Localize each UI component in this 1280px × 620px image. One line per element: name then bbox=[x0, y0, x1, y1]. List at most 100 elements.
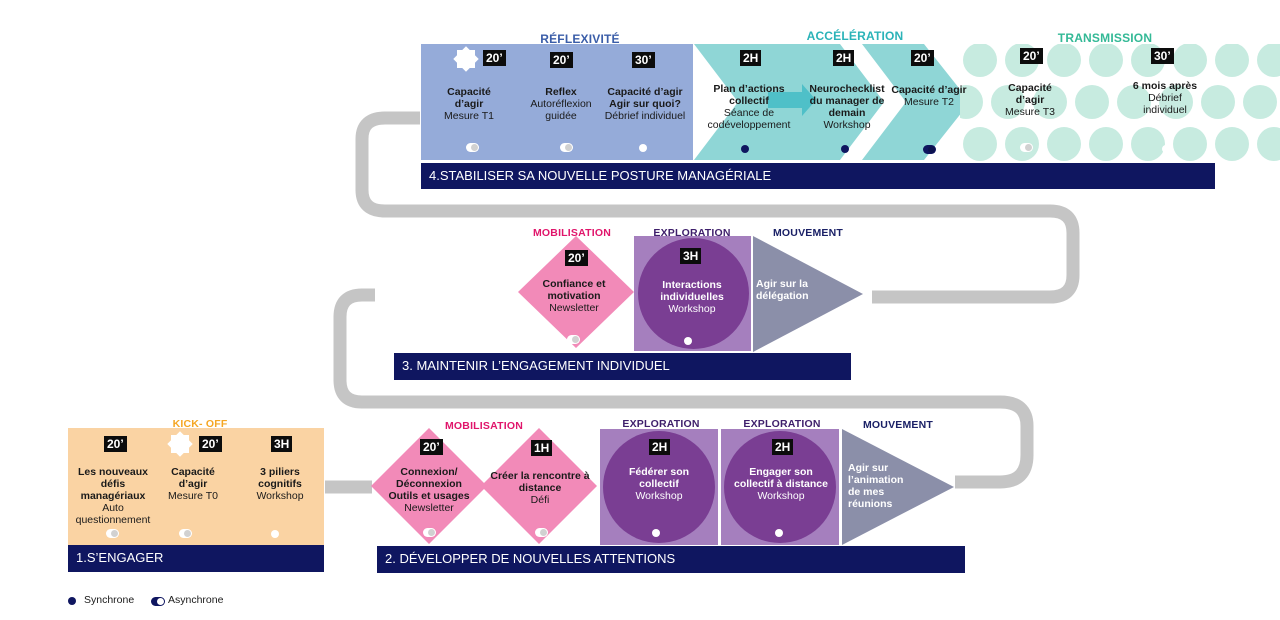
duration-badge: 20’ bbox=[550, 52, 573, 68]
decorative-circle bbox=[1159, 85, 1193, 119]
duration-badge: 20’ bbox=[1020, 48, 1043, 64]
synchrone-icon bbox=[639, 144, 647, 152]
section-4-title: 4.STABILISER SA NOUVELLE POSTURE MANAGÉR… bbox=[421, 163, 1215, 189]
transmission-dots bbox=[960, 44, 1280, 161]
asynchrone-legend-icon bbox=[151, 597, 165, 606]
synchrone-icon bbox=[775, 529, 783, 537]
decorative-circle bbox=[1201, 85, 1235, 119]
synchrone-icon bbox=[271, 530, 279, 538]
asynchrone-icon bbox=[1020, 143, 1033, 152]
activity-card: Agir sur l’animation de mes réunions bbox=[848, 462, 904, 510]
decorative-circle bbox=[1089, 44, 1123, 77]
decorative-circle bbox=[1075, 85, 1109, 119]
decorative-circle bbox=[963, 127, 997, 161]
burst-icon bbox=[167, 431, 193, 457]
stage-reflexivite: RÉFLEXIVITÉ bbox=[540, 32, 620, 46]
duration-badge: 20’ bbox=[483, 50, 506, 66]
stage-exploration: EXPLORATION bbox=[622, 418, 700, 430]
duration-badge: 20’ bbox=[565, 250, 588, 266]
asynchrone-icon bbox=[179, 529, 192, 538]
section-1-title: 1.S’ENGAGER bbox=[68, 545, 324, 572]
legend-synchrone: Synchrone bbox=[84, 594, 135, 606]
decorative-circle bbox=[1257, 127, 1280, 161]
section-2-title: 2. DÉVELOPPER DE NOUVELLES ATTENTIONS bbox=[377, 546, 965, 573]
decorative-circle bbox=[1047, 44, 1081, 77]
legend-asynchrone: Asynchrone bbox=[168, 594, 224, 606]
stage-transmission: TRANSMISSION bbox=[1057, 31, 1153, 45]
synchrone-icon bbox=[1162, 145, 1170, 153]
asynchrone-icon bbox=[535, 528, 548, 537]
decorative-circle bbox=[1173, 127, 1207, 161]
stage-kick-off: KICK- OFF bbox=[172, 418, 228, 430]
stage-mouvement: MOUVEMENT bbox=[772, 227, 844, 239]
duration-badge: 3H bbox=[680, 248, 702, 264]
decorative-circle bbox=[1257, 44, 1280, 77]
duration-badge: 30’ bbox=[1151, 48, 1174, 64]
duration-badge: 1H bbox=[531, 440, 553, 456]
duration-badge: 2H bbox=[772, 439, 794, 455]
duration-badge: 20’ bbox=[199, 436, 222, 452]
decorative-circle bbox=[960, 85, 983, 119]
mouvement-triangle bbox=[753, 236, 863, 352]
duration-badge: 2H bbox=[833, 50, 855, 66]
mouvement-triangle bbox=[842, 429, 954, 545]
stage-mobilisation: MOBILISATION bbox=[444, 420, 524, 432]
synchrone-icon bbox=[684, 337, 692, 345]
decorative-circle bbox=[1131, 127, 1165, 161]
asynchrone-icon bbox=[560, 143, 573, 152]
mobilisation-diamond bbox=[518, 236, 634, 348]
asynchrone-icon bbox=[923, 145, 936, 154]
activity-card: Agir sur la délégation bbox=[756, 278, 809, 302]
acceleration-chevrons bbox=[694, 44, 970, 160]
asynchrone-icon bbox=[106, 529, 119, 538]
decorative-circle bbox=[963, 44, 997, 77]
activity-card: Capacité d’agir Agir sur quoi?Débrief in… bbox=[604, 86, 686, 122]
duration-badge: 3H bbox=[271, 436, 293, 452]
duration-badge: 20’ bbox=[104, 436, 127, 452]
duration-badge: 2H bbox=[649, 439, 671, 455]
decorative-circle bbox=[1047, 127, 1081, 161]
decorative-circle bbox=[1215, 127, 1249, 161]
stage-exploration: EXPLORATION bbox=[743, 418, 821, 430]
decorative-circle bbox=[1215, 44, 1249, 77]
synchrone-icon bbox=[741, 145, 749, 153]
decorative-circle bbox=[1033, 85, 1067, 119]
synchrone-icon bbox=[652, 529, 660, 537]
decorative-circle bbox=[991, 85, 1025, 119]
duration-badge: 20’ bbox=[420, 439, 443, 455]
section-3-title: 3. MAINTENIR L’ENGAGEMENT INDIVIDUEL bbox=[394, 353, 851, 380]
duration-badge: 30’ bbox=[632, 52, 655, 68]
burst-icon bbox=[453, 46, 479, 72]
decorative-circle bbox=[1117, 85, 1151, 119]
synchrone-legend-icon bbox=[68, 597, 76, 605]
mobilisation-diamonds bbox=[371, 428, 597, 544]
synchrone-icon bbox=[841, 145, 849, 153]
duration-badge: 2H bbox=[740, 50, 762, 66]
decorative-circle bbox=[1089, 127, 1123, 161]
asynchrone-icon bbox=[466, 143, 479, 152]
asynchrone-icon bbox=[423, 528, 436, 537]
stage-mobilisation: MOBILISATION bbox=[532, 227, 612, 239]
stage-acceleration: ACCÉLÉRATION bbox=[806, 29, 904, 43]
asynchrone-icon bbox=[567, 335, 580, 344]
stage-mouvement: MOUVEMENT bbox=[862, 419, 934, 431]
decorative-circle bbox=[1173, 44, 1207, 77]
duration-badge: 20’ bbox=[911, 50, 934, 66]
